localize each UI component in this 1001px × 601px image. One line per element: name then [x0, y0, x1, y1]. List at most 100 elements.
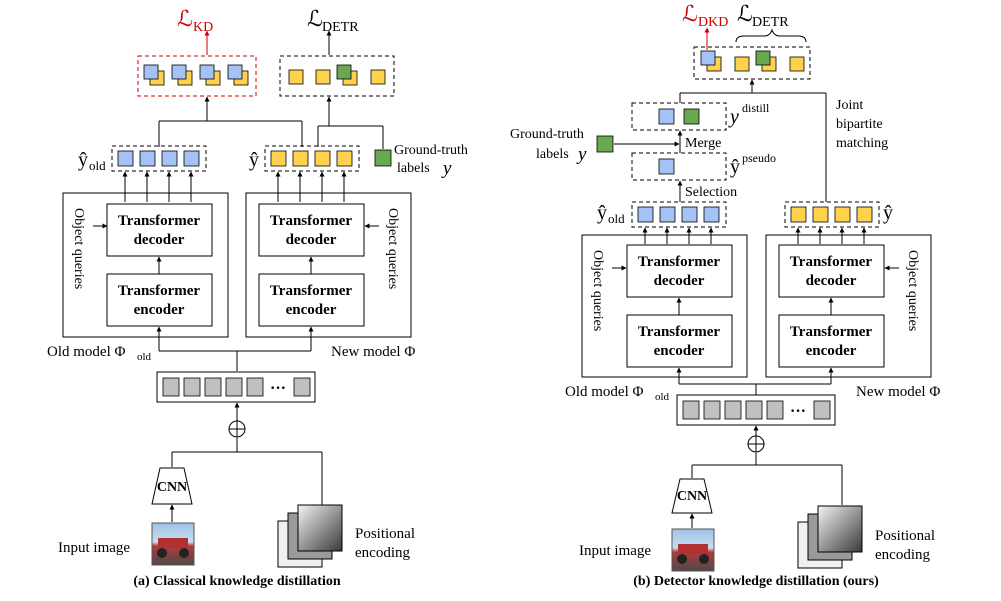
green-square	[755, 50, 771, 66]
gray-square	[724, 400, 742, 420]
gray-square	[703, 400, 721, 420]
transformer-decoder-old	[106, 203, 213, 257]
blue-square	[199, 64, 215, 80]
detr-output-squares	[288, 64, 386, 86]
input-image-b	[671, 528, 715, 572]
svg-text:Transformer: Transformer	[638, 254, 721, 270]
loss-detr-label: ℒ DETR	[307, 6, 359, 35]
svg-text:Object queries: Object queries	[905, 250, 920, 331]
y-pseudo-box	[631, 152, 727, 181]
yellow-square	[834, 206, 851, 223]
yellow-square	[270, 150, 287, 167]
gray-square	[225, 377, 243, 397]
y-old-box	[111, 145, 207, 172]
loss-detr-label-b: ℒ DETR	[737, 1, 789, 30]
cnn-block-b	[671, 478, 713, 514]
y-hat-box	[264, 145, 360, 172]
svg-text:Positional: Positional	[875, 528, 935, 544]
svg-text:labels: labels	[536, 147, 569, 162]
blue-square	[700, 50, 716, 66]
b-decoder-output-arrows	[642, 227, 867, 244]
loss-dkd-label: ℒ DKD	[682, 1, 728, 30]
old-model-label: Old model Φ old	[47, 344, 152, 363]
gt-var: y	[441, 158, 452, 179]
gray-square	[246, 377, 264, 397]
b-top-connectors	[679, 79, 827, 202]
y-old-label-b: ŷ old	[597, 202, 625, 226]
old-model-box-b	[581, 234, 748, 378]
svg-text:encoder: encoder	[806, 343, 857, 359]
svg-text:ŷ: ŷ	[597, 202, 607, 224]
svg-text:Transformer: Transformer	[790, 254, 873, 270]
svg-text:ℒ: ℒ	[307, 6, 323, 31]
new-model-label: New model Φ	[331, 344, 415, 360]
svg-text:decoder: decoder	[134, 232, 185, 248]
svg-text:CNN: CNN	[157, 480, 187, 495]
gray-square	[293, 377, 311, 397]
blue-square	[637, 206, 654, 223]
blue-square	[703, 206, 720, 223]
svg-text:encoding: encoding	[355, 545, 410, 561]
yellow-square	[336, 150, 353, 167]
svg-text:DETR: DETR	[322, 20, 359, 35]
y-pseudo-label: ŷ pseudo	[730, 151, 776, 178]
blue-square	[681, 206, 698, 223]
gray-square	[813, 400, 831, 420]
svg-text:Positional: Positional	[355, 526, 415, 542]
svg-text:Transformer: Transformer	[270, 213, 353, 229]
transformer-decoder-new-b	[778, 244, 885, 298]
svg-text:decoder: decoder	[286, 232, 337, 248]
blue-square	[161, 150, 178, 167]
a-input-connectors	[171, 438, 323, 510]
yellow-square	[734, 56, 750, 72]
svg-text:Transformer: Transformer	[270, 283, 353, 299]
svg-text:···: ···	[790, 403, 806, 420]
selection-label: Selection	[685, 185, 737, 200]
transformer-encoder-old-b	[626, 314, 733, 368]
yellow-square	[812, 206, 829, 223]
detr-brace	[735, 28, 807, 43]
ground-truth-square	[374, 149, 392, 167]
y-distill-label: y distill	[728, 101, 770, 128]
svg-text:decoder: decoder	[806, 273, 857, 289]
input-image-label-b: Input image	[579, 543, 651, 559]
svg-text:DKD: DKD	[698, 15, 728, 30]
svg-text:Old model Φ: Old model Φ	[565, 384, 643, 400]
feature-tokens	[156, 371, 316, 403]
svg-text:pseudo: pseudo	[742, 151, 776, 165]
svg-text:y: y	[728, 106, 739, 128]
new-model-label-b: New model Φ	[856, 384, 940, 400]
transformer-encoder-new-b	[778, 314, 885, 368]
svg-text:Object queries: Object queries	[590, 250, 605, 331]
positional-encoding	[277, 504, 343, 568]
y-hat-label: ŷ	[249, 149, 259, 171]
input-image-label: Input image	[58, 540, 130, 556]
svg-text:old: old	[608, 211, 625, 226]
feature-token-squares-b: ···	[682, 400, 831, 420]
dkd-output-squares	[700, 50, 805, 72]
svg-text:CNN: CNN	[677, 489, 707, 504]
a-top-connectors	[158, 96, 384, 149]
gt-label-line2: labels	[397, 161, 430, 176]
svg-text:···: ···	[270, 380, 286, 397]
blue-square	[658, 108, 675, 125]
svg-text:ℒ: ℒ	[737, 1, 753, 26]
yellow-square	[292, 150, 309, 167]
svg-text:distill: distill	[742, 101, 770, 115]
svg-text:DETR: DETR	[752, 15, 789, 30]
svg-text:y: y	[576, 144, 587, 165]
svg-text:Old model Φ: Old model Φ	[47, 344, 125, 360]
svg-text:encoder: encoder	[134, 302, 185, 318]
blue-square	[659, 206, 676, 223]
kd-output-pairs	[143, 64, 249, 86]
yellow-square	[789, 56, 805, 72]
blue-square	[139, 150, 156, 167]
caption-a: (a) Classical knowledge distillation	[133, 574, 341, 589]
svg-text:encoding: encoding	[875, 547, 930, 563]
dkd-output-box	[693, 46, 811, 80]
svg-text:old: old	[655, 391, 670, 403]
blue-square	[143, 64, 159, 80]
kd-output-box	[137, 55, 257, 97]
y-old-squares	[117, 150, 200, 167]
